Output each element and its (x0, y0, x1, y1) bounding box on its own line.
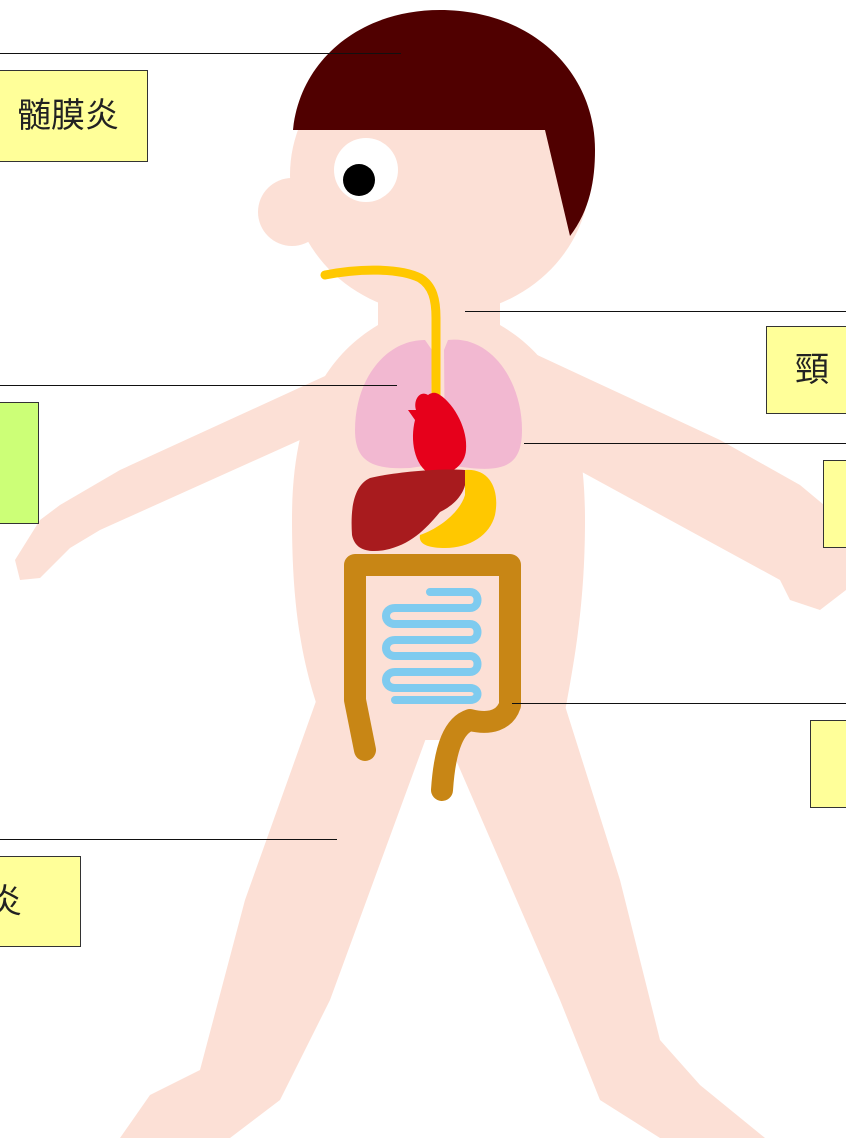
label-head-text: 髄膜炎 (17, 99, 119, 133)
label-leg-text: 炎 (0, 885, 22, 919)
leader-line-neck (465, 311, 846, 312)
label-lung (0, 402, 39, 524)
eye-pupil (343, 164, 375, 196)
leader-line-intestine (512, 703, 846, 704)
leader-line-head (0, 53, 401, 54)
label-leg: 炎 (0, 856, 81, 947)
right-leg (430, 690, 765, 1138)
label-neck: 頸 (766, 326, 846, 414)
leader-line-leg (0, 839, 337, 840)
label-head: 髄膜炎 (0, 70, 148, 162)
label-neck-text: 頸 (795, 353, 829, 387)
leader-line-lung (0, 385, 397, 386)
ear (258, 178, 326, 246)
leader-line-chest (524, 443, 846, 444)
left-leg (120, 690, 440, 1138)
label-chest (823, 460, 846, 548)
label-intestine (810, 720, 846, 808)
